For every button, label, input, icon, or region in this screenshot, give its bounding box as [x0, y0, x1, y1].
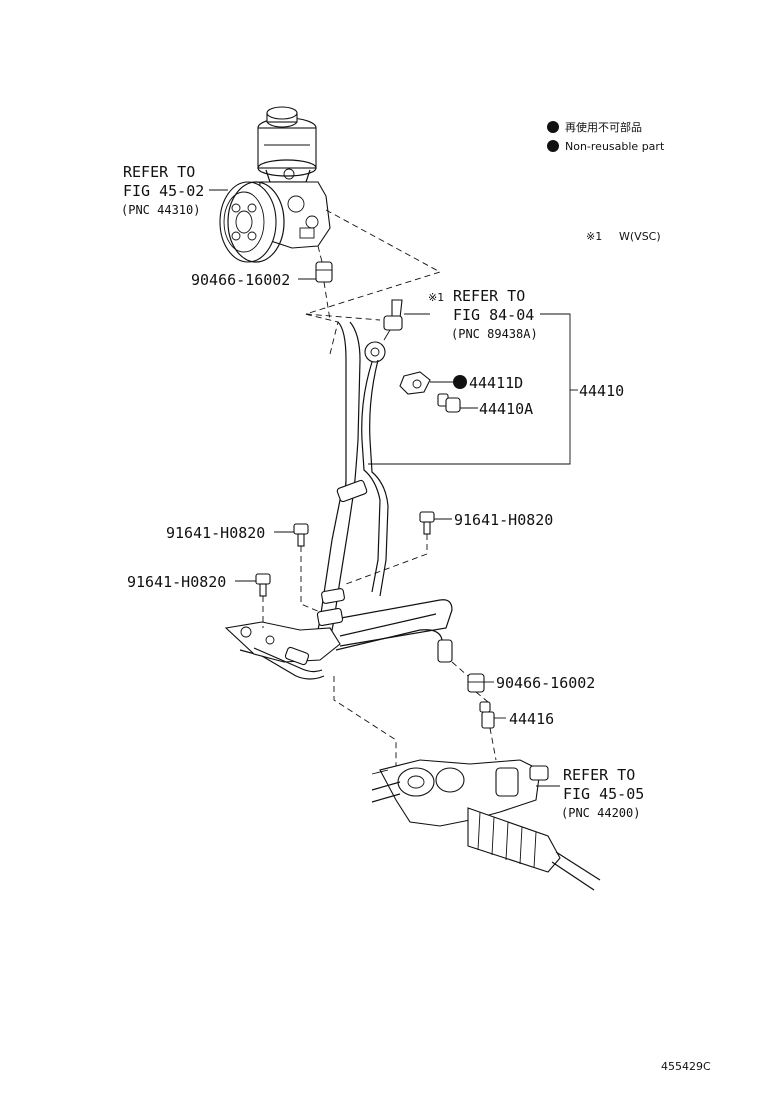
refer-gear-line2: FIG 45-05 [563, 785, 644, 803]
non-reusable-bullet-icon [547, 121, 559, 133]
callout-refer-gear[interactable]: REFER TO FIG 45-05 (PNC 44200) [561, 766, 644, 820]
bolt-drawing-c [419, 511, 435, 535]
svg-text:91641-H0820: 91641-H0820 [127, 573, 226, 591]
note-text: W(VSC) [619, 230, 661, 243]
part-label-44410A[interactable]: 44410A [479, 400, 533, 418]
pressure-hose-drawing [224, 313, 453, 680]
non-reusable-bullet-icon [453, 375, 467, 389]
svg-text:44416: 44416 [509, 710, 554, 728]
refer-sensor-line3: (PNC 89438A) [451, 327, 538, 341]
part-label-44411D[interactable]: 44411D [453, 374, 523, 392]
diagram-id: 455429C [661, 1060, 711, 1073]
part-label-bolt-b[interactable]: 91641-H0820 [127, 573, 226, 591]
part-label-bolt-a[interactable]: 91641-H0820 [166, 524, 265, 542]
union-bolt-drawing [437, 393, 461, 413]
refer-sensor-line2: FIG 84-04 [453, 306, 534, 324]
gasket-drawing-bottom [467, 673, 485, 693]
non-reusable-bullet-icon [547, 140, 559, 152]
hose-end-drawing [479, 701, 495, 729]
bolt-drawing-b [255, 573, 271, 597]
refer-pump-line2: FIG 45-02 [123, 182, 204, 200]
pressure-sensor-drawing [364, 299, 403, 363]
svg-text:44410A: 44410A [479, 400, 533, 418]
svg-text:91641-H0820: 91641-H0820 [166, 524, 265, 542]
svg-text:90466-16002: 90466-16002 [496, 674, 595, 692]
refer-pump-line3: (PNC 44310) [121, 203, 200, 217]
svg-text:44411D: 44411D [469, 374, 523, 392]
legend-jp-label: 再使用不可部品 [565, 120, 642, 134]
svg-text:44410: 44410 [579, 382, 624, 400]
bolt-drawing-a [293, 523, 309, 547]
svg-text:90466-16002: 90466-16002 [191, 271, 290, 289]
part-label-gasket-top[interactable]: 90466-16002 [191, 271, 290, 289]
refer-sensor-line1: REFER TO [453, 287, 525, 305]
refer-gear-line3: (PNC 44200) [561, 806, 640, 820]
callout-refer-sensor[interactable]: ※1 REFER TO FIG 84-04 (PNC 89438A) [428, 287, 538, 341]
power-steering-pump-drawing [219, 106, 333, 283]
steering-gear-drawing [371, 759, 601, 891]
legend: 再使用不可部品 Non-reusable part ※1 W(VSC) [547, 120, 665, 243]
legend-en-label: Non-reusable part [565, 140, 665, 153]
clamp-drawing [399, 371, 431, 395]
svg-text:91641-H0820: 91641-H0820 [454, 511, 553, 529]
callout-refer-pump[interactable]: REFER TO FIG 45-02 (PNC 44310) [121, 163, 204, 217]
refer-gear-line1: REFER TO [563, 766, 635, 784]
part-label-44410[interactable]: 44410 [579, 382, 624, 400]
refer-pump-line1: REFER TO [123, 163, 195, 181]
part-label-gasket-bottom[interactable]: 90466-16002 [496, 674, 595, 692]
refer-sensor-mark: ※1 [428, 291, 444, 304]
note-mark: ※1 [586, 230, 602, 243]
part-label-bolt-c[interactable]: 91641-H0820 [454, 511, 553, 529]
part-label-44416[interactable]: 44416 [509, 710, 554, 728]
